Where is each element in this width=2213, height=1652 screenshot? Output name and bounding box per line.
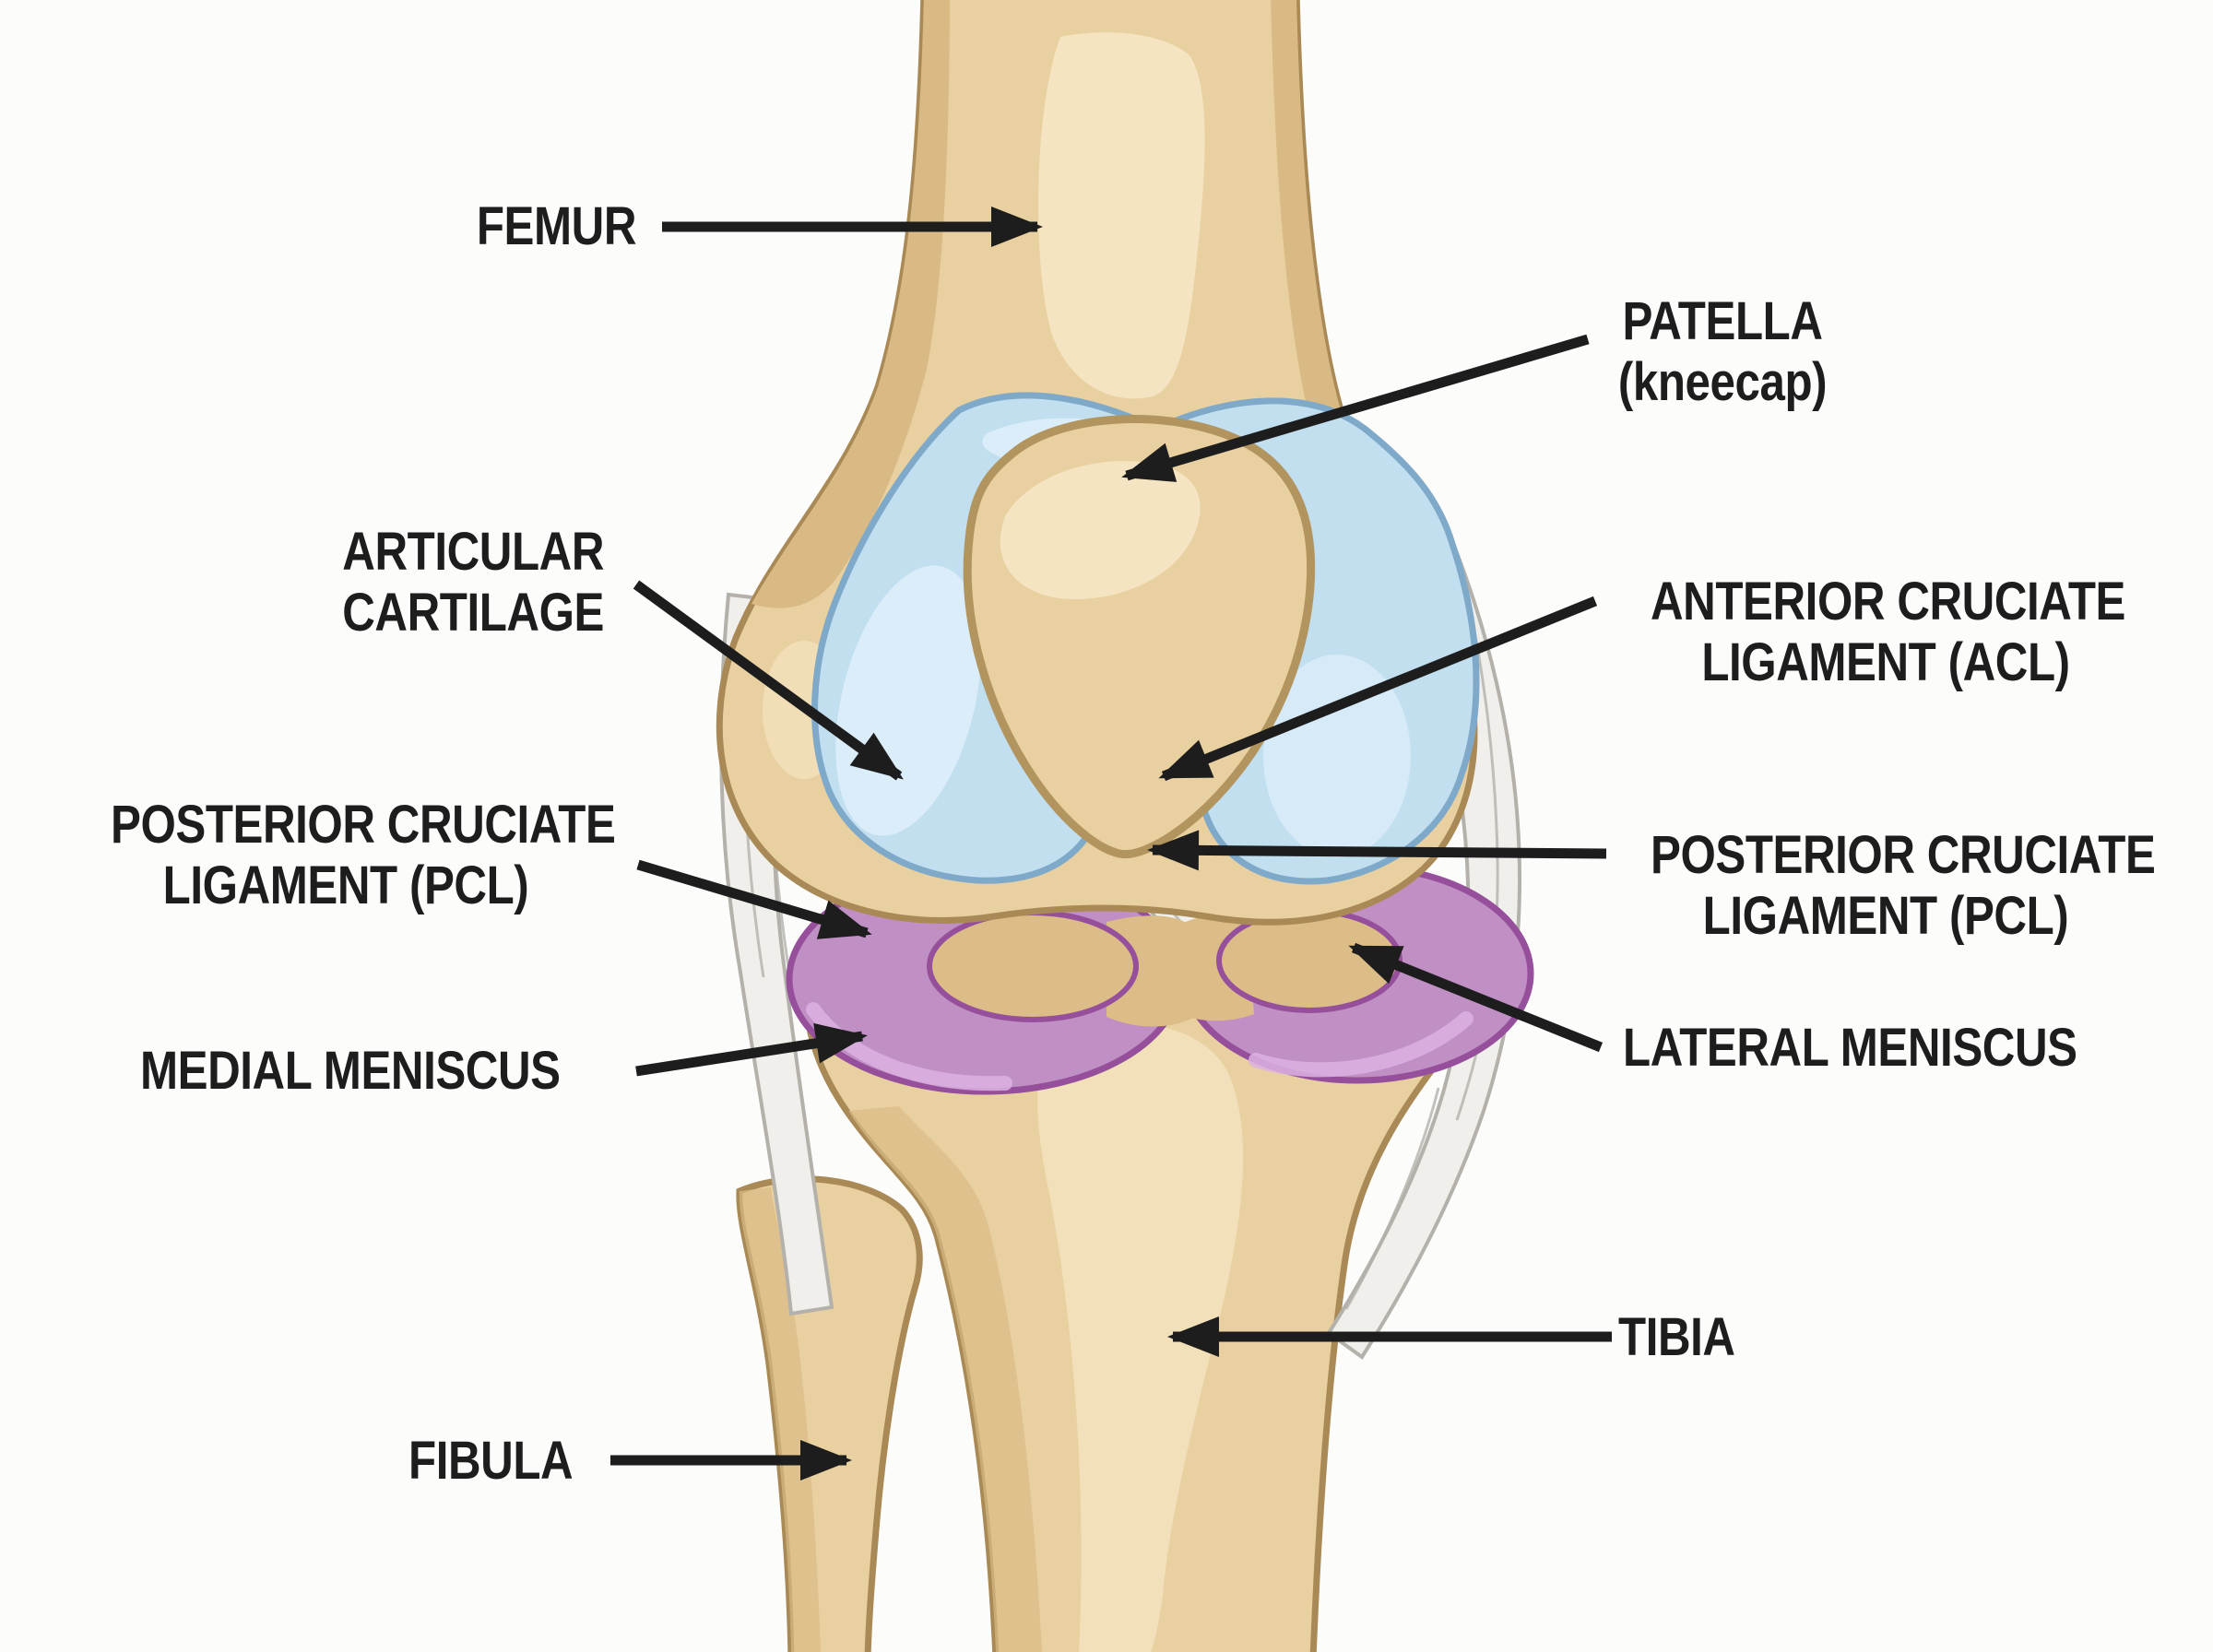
acl-label: ANTERIOR CRUCIATE LIGAMENT (ACL) — [1651, 572, 2125, 693]
patella-label-line1: PATELLA — [1622, 291, 1823, 351]
annotation-arrows — [610, 206, 1612, 1481]
articular-cartilage-label-line1: ARTICULAR — [342, 522, 604, 582]
patella-label: PATELLA (kneecap) — [1487, 291, 1958, 413]
acl-label-line1: ANTERIOR CRUCIATE — [1651, 572, 2125, 631]
pcl-left-label: POSTERIOR CRUCIATE LIGAMENT (PCL) — [111, 795, 616, 916]
tibia-label: TIBIA — [1618, 1307, 1735, 1367]
pcl-left-label-line1: POSTERIOR CRUCIATE — [111, 795, 616, 855]
acl-arrow — [1158, 596, 1598, 782]
fibula-bone — [736, 1175, 923, 1652]
articular-cartilage-label-line2: CARTILAGE — [342, 583, 604, 643]
articular-cartilage-label: ARTICULAR CARTILAGE — [290, 522, 604, 643]
articular-cartilage-arrow — [633, 580, 904, 781]
pcl-right-arrow — [1147, 830, 1607, 871]
lateral-meniscus-label: LATERAL MENISCUS — [1623, 1018, 2077, 1078]
pcl-left-arrow — [636, 859, 872, 939]
acl-label-line2: LIGAMENT (ACL) — [1701, 632, 2070, 692]
pcl-right-label-line2: LIGAMENT (PCL) — [1702, 886, 2069, 946]
lateral-meniscus-arrow — [1348, 942, 1604, 1053]
medial-meniscus-arrow — [635, 1022, 868, 1077]
pcl-right-label-line1: POSTERIOR CRUCIATE — [1651, 825, 2156, 885]
fibula-label: FIBULA — [408, 1431, 574, 1491]
femur-label: FEMUR — [476, 196, 637, 256]
patella-label-line2: (kneecap) — [1617, 352, 1828, 412]
pcl-right-label: POSTERIOR CRUCIATE LIGAMENT (PCL) — [1651, 825, 2156, 947]
patella-bone — [963, 415, 1316, 859]
medial-meniscus-shape — [786, 863, 1195, 1095]
pcl-left-label-line2: LIGAMENT (PCL) — [162, 856, 529, 915]
patella-arrow — [1121, 334, 1590, 482]
medial-meniscus-label: MEDIAL MENISCUS — [140, 1041, 561, 1101]
